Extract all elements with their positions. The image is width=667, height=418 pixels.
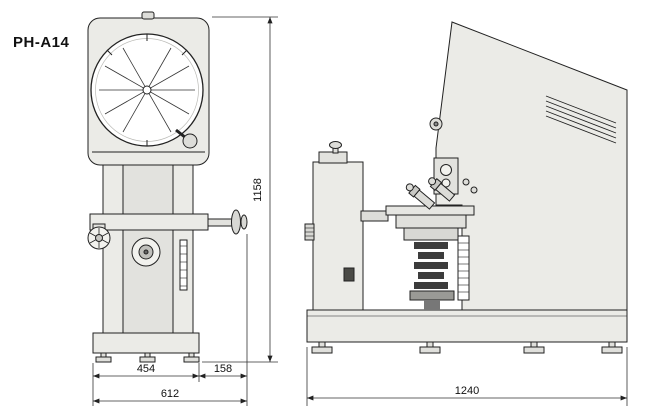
stage-knob-small xyxy=(470,186,478,194)
dimension-annotations xyxy=(92,16,628,406)
bellows xyxy=(414,242,448,289)
side-column xyxy=(312,161,364,311)
model-label: PH-A14 xyxy=(13,34,70,51)
stage-handwheel xyxy=(231,209,241,235)
column-switch xyxy=(343,267,355,282)
stage-handwheel-knob xyxy=(240,214,248,230)
front-feet xyxy=(95,352,200,363)
dim-front-total-width-label: 612 xyxy=(161,388,179,400)
column-top-knob xyxy=(329,141,342,149)
stage-crossbar xyxy=(89,213,209,231)
side-feet xyxy=(311,341,623,354)
dim-side-depth-label: 1240 xyxy=(455,385,479,397)
dim-front-overhang-label: 158 xyxy=(214,363,232,375)
head-top-knob xyxy=(141,11,155,20)
screen-degree-ticks xyxy=(106,34,188,146)
dim-height-label: 1158 xyxy=(252,178,264,202)
micrometer-head-2 xyxy=(428,177,456,202)
handwheel-arm xyxy=(207,218,233,227)
front-view xyxy=(87,11,248,363)
vernier-scale xyxy=(179,239,188,291)
stage-arm xyxy=(360,210,389,222)
side-scale-strip xyxy=(457,235,470,301)
column-cap xyxy=(318,151,348,164)
cross-slide-upper xyxy=(395,214,467,229)
side-base xyxy=(306,309,628,343)
screen-lever-knob xyxy=(182,133,198,149)
dim-front-base-width-label: 454 xyxy=(137,363,155,375)
micrometer-head-1 xyxy=(405,183,436,210)
housing-vents xyxy=(545,95,617,144)
left-support-arm xyxy=(102,164,124,334)
bellows-base xyxy=(409,290,455,301)
front-base xyxy=(92,332,200,354)
screen-center xyxy=(142,85,152,95)
cross-slide-lower xyxy=(403,227,459,241)
side-view xyxy=(304,21,628,354)
